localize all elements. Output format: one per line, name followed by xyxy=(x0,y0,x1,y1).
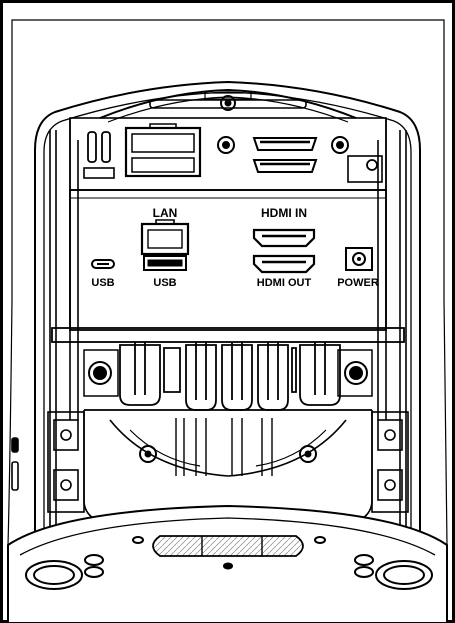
hdmi-in-port xyxy=(252,228,316,248)
top-cap xyxy=(99,88,357,123)
upper-hdmi-bottom xyxy=(252,159,318,173)
upper-port-row xyxy=(69,117,387,191)
upper-screw-left xyxy=(217,136,235,154)
side-brackets xyxy=(11,411,409,513)
label-power: POWER xyxy=(337,277,379,289)
screw-lower-left xyxy=(139,445,157,463)
label-lan: LAN xyxy=(153,206,178,220)
upper-screw-right xyxy=(331,136,349,154)
usb-a-port xyxy=(143,255,187,271)
base xyxy=(7,504,448,623)
outer-housing xyxy=(7,19,448,560)
lan-port xyxy=(140,219,190,256)
upper-hdmi-top xyxy=(252,137,318,151)
label-usb-c: USB xyxy=(91,277,114,289)
label-hdmi-out: HDMI OUT xyxy=(257,277,312,289)
screw-lower-right xyxy=(299,445,317,463)
top-screw xyxy=(220,95,236,111)
connector-panel xyxy=(69,189,387,331)
label-usb-a: USB xyxy=(153,277,176,289)
hdmi-out-port xyxy=(252,254,316,274)
usb-c-port xyxy=(91,259,115,269)
base-slot xyxy=(152,535,304,557)
side-screws xyxy=(83,349,373,397)
power-port xyxy=(345,247,373,271)
label-hdmi-in: HDMI IN xyxy=(261,206,307,220)
cable-clips xyxy=(51,327,405,411)
upper-lan-port xyxy=(124,126,202,178)
vertical-rails xyxy=(49,118,407,540)
